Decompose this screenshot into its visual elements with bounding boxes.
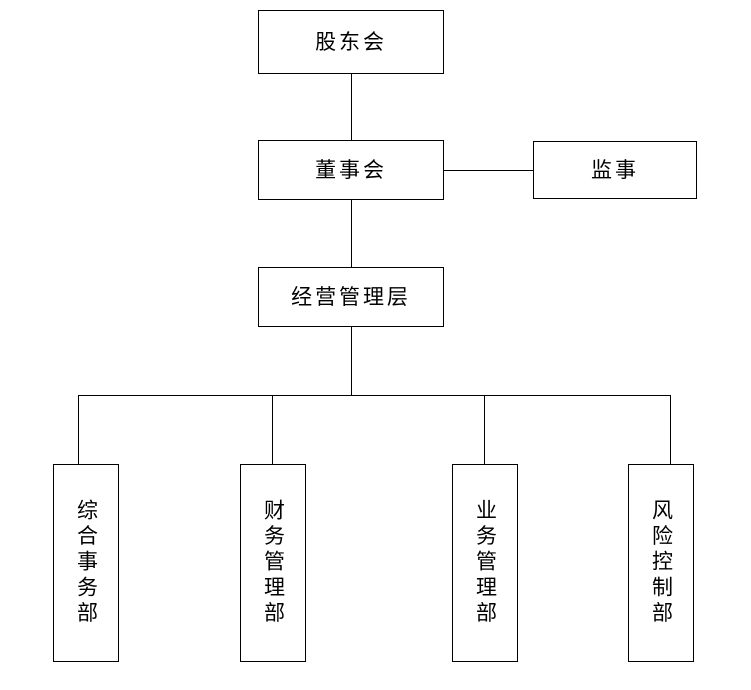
- connector-bus-to-risk-control: [670, 395, 671, 464]
- node-board-label: 董事会: [315, 157, 387, 182]
- node-management[interactable]: 经营管理层: [258, 267, 444, 327]
- node-finance-label: 财务管理部: [261, 498, 286, 628]
- connector-management-stem: [351, 327, 352, 396]
- node-supervisor[interactable]: 监事: [533, 141, 697, 199]
- node-general-affairs[interactable]: 综合事务部: [53, 464, 119, 662]
- node-risk-control-label: 风险控制部: [649, 498, 674, 628]
- node-supervisor-label: 监事: [591, 157, 639, 182]
- connector-bus-to-general-affairs: [78, 395, 79, 464]
- connector-board-to-supervisor: [444, 170, 534, 171]
- node-board[interactable]: 董事会: [258, 140, 444, 200]
- node-finance[interactable]: 财务管理部: [240, 464, 306, 662]
- connector-bus-to-business: [484, 395, 485, 464]
- node-business-label: 业务管理部: [473, 498, 498, 628]
- node-shareholders-label: 股东会: [315, 29, 387, 54]
- node-management-label: 经营管理层: [291, 284, 411, 309]
- connector-bus-to-finance: [272, 395, 273, 464]
- node-business[interactable]: 业务管理部: [452, 464, 518, 662]
- node-shareholders[interactable]: 股东会: [258, 10, 444, 74]
- node-risk-control[interactable]: 风险控制部: [628, 464, 694, 662]
- node-general-affairs-label: 综合事务部: [74, 498, 99, 628]
- connector-shareholders-to-board: [351, 74, 352, 141]
- connector-department-bus: [78, 395, 671, 396]
- connector-board-to-management: [351, 200, 352, 268]
